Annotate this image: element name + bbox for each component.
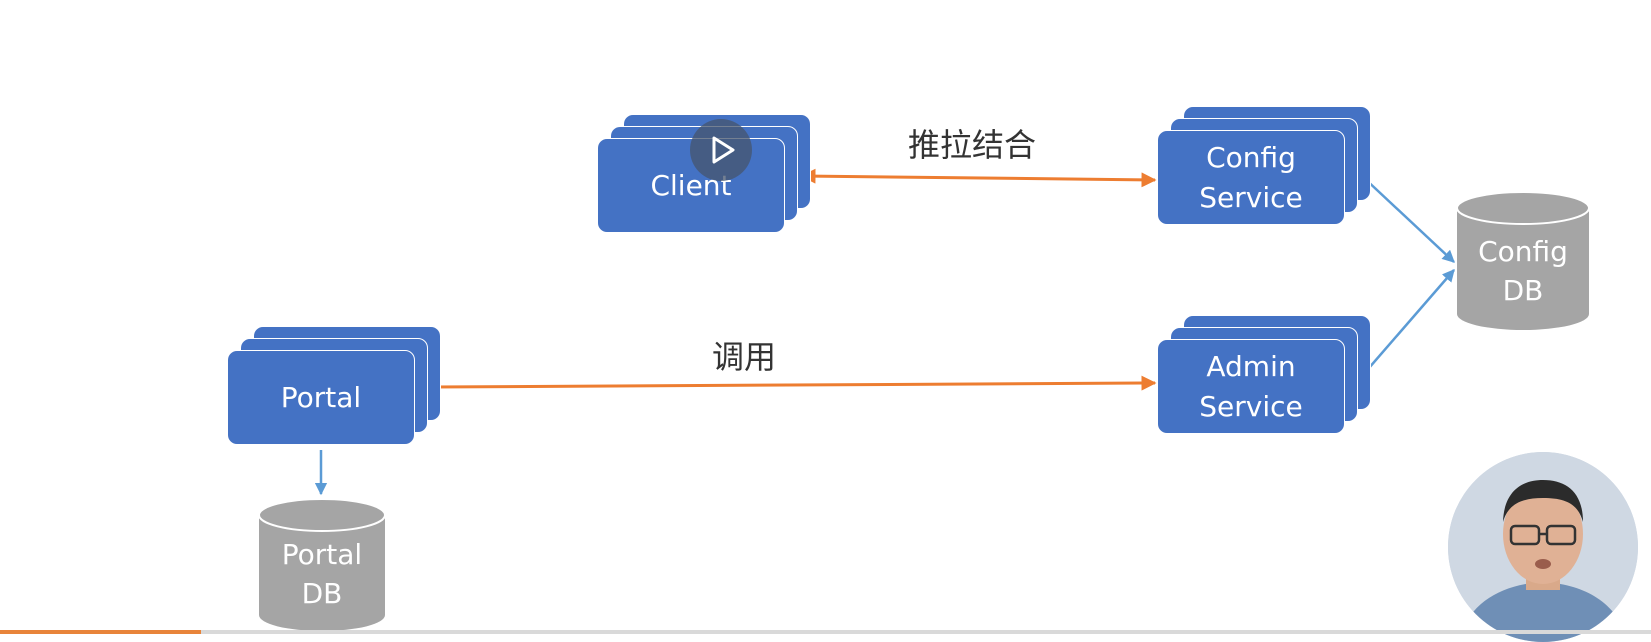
portal-node: Portal (227, 326, 441, 445)
client-config-arrow (800, 168, 1157, 188)
client-card-front: Client (597, 138, 785, 233)
presenter-video (1448, 452, 1638, 642)
video-progress-bar[interactable] (0, 630, 1651, 634)
presenter-avatar-icon (1448, 452, 1638, 642)
admin-service-db-arrow (1361, 269, 1455, 377)
portal-card-front: Portal (227, 350, 415, 445)
portal-db-label: Portal DB (281, 538, 363, 611)
portal-db-cylinder-icon (258, 498, 386, 631)
config-service-node: Config Service (1157, 106, 1371, 225)
portal-admin-edge-label: 调用 (712, 338, 777, 376)
config-service-card-front: Config Service (1157, 130, 1345, 225)
admin-service-node: Admin Service (1157, 315, 1371, 434)
admin-service-label: Admin Service (1199, 350, 1303, 423)
admin-service-card-front: Admin Service (1157, 339, 1345, 434)
config-service-label: Config Service (1199, 141, 1303, 214)
portal-admin-arrow (431, 375, 1157, 391)
video-progress-fill (0, 630, 202, 634)
config-db-label: Config DB (1478, 235, 1568, 308)
play-button[interactable] (690, 119, 752, 181)
config-db-cylinder-icon (1456, 191, 1590, 330)
portal-db-node: Portal DB (257, 497, 387, 639)
play-icon (712, 136, 735, 164)
config-db-node: Config DB (1455, 190, 1591, 332)
config-service-db-arrow (1361, 175, 1455, 263)
portal-label: Portal (280, 380, 362, 414)
client-config-edge-label: 推拉结合 (908, 126, 1037, 164)
